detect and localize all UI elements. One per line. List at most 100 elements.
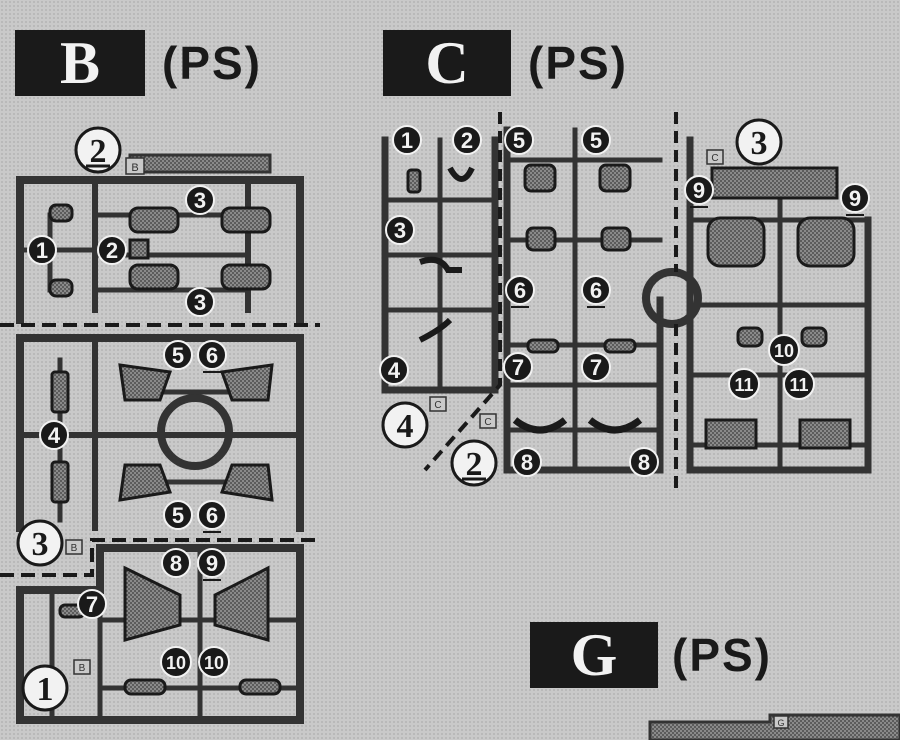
part-badge: 3 [185, 287, 215, 317]
group-badge: 3 [16, 519, 64, 567]
runner-b-letter: B [59, 30, 101, 96]
part-number: 1 [401, 128, 413, 153]
runner-c-header [383, 30, 511, 96]
runner-c-letter: C [425, 30, 469, 96]
part-badge: 5 [504, 125, 534, 155]
frame-tag: C [434, 400, 441, 411]
group-number-badges: 2 3 1 3 4 2 [16, 118, 783, 712]
part-badge: 8 [512, 447, 542, 477]
part-badge: 9 [684, 175, 714, 205]
part-badge: 5 [163, 340, 193, 370]
part-number: 3 [394, 218, 406, 243]
part-number: 10 [166, 653, 186, 673]
part-number: 11 [734, 375, 753, 395]
runner-g-header [530, 622, 658, 688]
group-badge: 1 [21, 664, 69, 712]
part-number: 7 [86, 592, 98, 617]
part-number: 9 [693, 178, 705, 203]
part-number: 2 [106, 238, 118, 263]
part-badge: 11 [728, 368, 760, 400]
part-number: 7 [512, 355, 524, 380]
group-number: 3 [32, 526, 49, 563]
runner-b-cut-lines [0, 323, 320, 577]
group-number: 1 [37, 671, 54, 708]
runner-c-tags: C C C [429, 149, 724, 429]
part-number: 6 [206, 503, 218, 528]
part-number: 6 [206, 343, 218, 368]
part-number: 5 [172, 503, 184, 528]
part-badge: 8 [629, 447, 659, 477]
part-number: 7 [590, 355, 602, 380]
part-badge: 9 [840, 183, 870, 213]
runner-b-material: (PS) [162, 37, 262, 89]
part-number: 11 [789, 375, 808, 395]
frame-tag: B [79, 663, 86, 674]
part-badge: 6 [505, 275, 535, 305]
part-number: 8 [170, 551, 182, 576]
part-number: 8 [638, 450, 650, 475]
part-badge: 7 [581, 352, 611, 382]
part-number: 9 [206, 551, 218, 576]
part-underlines [203, 206, 864, 581]
part-badge: 7 [77, 589, 107, 619]
part-number: 5 [513, 128, 525, 153]
part-badge: 1 [27, 235, 57, 265]
part-badge: 3 [385, 215, 415, 245]
frame-tag: C [711, 153, 718, 164]
part-badge: 9 [197, 548, 227, 578]
part-number: 1 [36, 238, 48, 263]
runner-b-tags: B B B [65, 157, 145, 675]
part-badge: 2 [452, 125, 482, 155]
runner-b-header [15, 30, 145, 96]
runner-b-parts [48, 203, 282, 696]
group-number: 2 [466, 446, 483, 483]
part-number: 2 [461, 128, 473, 153]
part-badge: 10 [768, 334, 800, 366]
frame-tag: C [484, 417, 491, 428]
part-badge: 5 [163, 500, 193, 530]
part-number: 10 [204, 653, 224, 673]
part-badge: 3 [185, 185, 215, 215]
part-badge: 6 [197, 340, 227, 370]
part-badge: 10 [160, 646, 192, 678]
part-number: 5 [172, 343, 184, 368]
part-badge: 1 [392, 125, 422, 155]
part-badge: 11 [783, 368, 815, 400]
runner-g-letter: G [570, 622, 618, 688]
group-badge: 2 [74, 126, 122, 174]
part-number: 10 [774, 341, 794, 361]
part-badge: 2 [97, 235, 127, 265]
part-number-badges: 1 2 3 3 4 5 6 5 6 7 8 9 10 10 1 2 3 4 5 … [27, 125, 870, 678]
part-badge: 4 [379, 355, 409, 385]
runner-c-cut-lines [423, 112, 678, 495]
part-number: 4 [48, 423, 61, 448]
part-number: 6 [590, 278, 602, 303]
runner-g-frame: G [648, 713, 900, 740]
part-badge: 7 [503, 352, 533, 382]
runner-c-parts [406, 163, 856, 450]
part-number: 6 [514, 278, 526, 303]
part-badge: 6 [197, 500, 227, 530]
frame-tag: B [131, 162, 138, 174]
group-number: 3 [751, 125, 768, 162]
part-number: 5 [590, 128, 602, 153]
group-number: 4 [397, 408, 414, 445]
part-badge: 10 [198, 646, 230, 678]
frame-tag: G [777, 718, 784, 728]
part-badge: 5 [581, 125, 611, 155]
part-badge: 6 [581, 275, 611, 305]
part-number: 3 [194, 290, 206, 315]
group-badge: 3 [735, 118, 783, 166]
part-number: 4 [388, 358, 401, 383]
runner-g-material: (PS) [672, 629, 772, 681]
group-badge: 2 [450, 439, 498, 487]
runner-c-material: (PS) [528, 37, 628, 89]
part-number: 9 [849, 186, 861, 211]
frame-tag: B [71, 543, 78, 554]
group-badge: 4 [381, 401, 429, 449]
part-number: 3 [194, 188, 206, 213]
part-badge: 8 [161, 548, 191, 578]
group-number: 2 [90, 133, 107, 170]
part-number: 8 [521, 450, 533, 475]
